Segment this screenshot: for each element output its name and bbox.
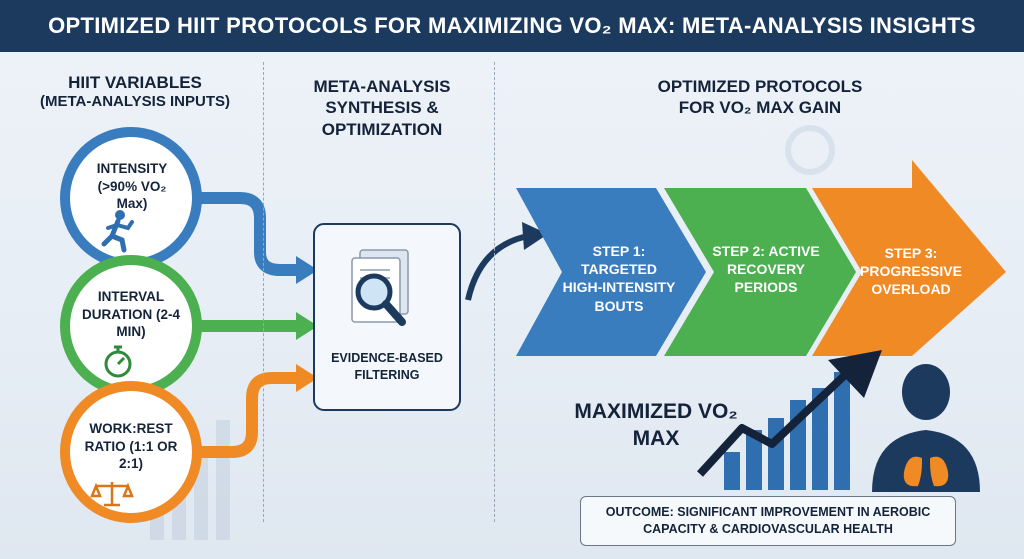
document-magnifier-icon	[351, 249, 409, 326]
synthesis-output-arrow	[465, 233, 529, 301]
intensity-arrowhead	[296, 256, 318, 284]
outputs-column-title: OPTIMIZED PROTOCOLS FOR VO₂ MAX GAIN	[657, 77, 863, 118]
inputs-title: HIIT VARIABLES	[68, 73, 202, 92]
step-3-label: STEP 3: PROGRESSIVE OVERLOAD	[860, 245, 962, 298]
lungs-person-icon	[872, 364, 980, 492]
growth-chart-icon	[697, 350, 882, 490]
step-1-label: STEP 1: TARGETED HIGH-INTENSITY BOUTS	[562, 243, 676, 314]
column-divider	[494, 62, 495, 522]
ratio-label: WORK:REST RATIO (1:1 OR 2:1)	[84, 421, 178, 472]
column-divider	[263, 62, 264, 522]
duration-arrowhead	[296, 312, 318, 340]
running-person-icon	[101, 210, 134, 253]
inputs-subtitle: (META-ANALYSIS INPUTS)	[39, 93, 230, 111]
ratio-connector-arrow	[196, 372, 298, 458]
synthesis-arrowhead	[522, 222, 548, 250]
duration-label: INTERVAL DURATION (2-4 MIN)	[82, 289, 181, 340]
outcome-box: OUTCOME: SIGNIFICANT IMPROVEMENT IN AERO…	[580, 496, 956, 546]
result-label: MAXIMIZED VO₂ MAX	[574, 400, 738, 451]
step-1-chevron	[516, 188, 706, 356]
stopwatch-icon	[104, 345, 132, 378]
step-2-label: STEP 2: ACTIVE RECOVERY PERIODS	[712, 243, 820, 296]
inputs-column-title: HIIT VARIABLES (META-ANALYSIS INPUTS)	[10, 72, 260, 112]
intensity-connector-arrow	[196, 192, 298, 276]
synthesis-column-title: META-ANALYSIS SYNTHESIS & OPTIMIZATION	[313, 77, 451, 139]
step-2-chevron	[664, 188, 856, 356]
ratio-arrowhead	[296, 364, 318, 392]
page-title: OPTIMIZED HIIT PROTOCOLS FOR MAXIMIZING …	[0, 0, 1024, 52]
step-3-chevron	[812, 160, 1006, 356]
filter-label: EVIDENCE-BASED FILTERING	[331, 351, 443, 382]
intensity-label: INTENSITY (>90% VO₂ Max)	[96, 161, 168, 212]
balance-scale-icon	[90, 482, 134, 507]
